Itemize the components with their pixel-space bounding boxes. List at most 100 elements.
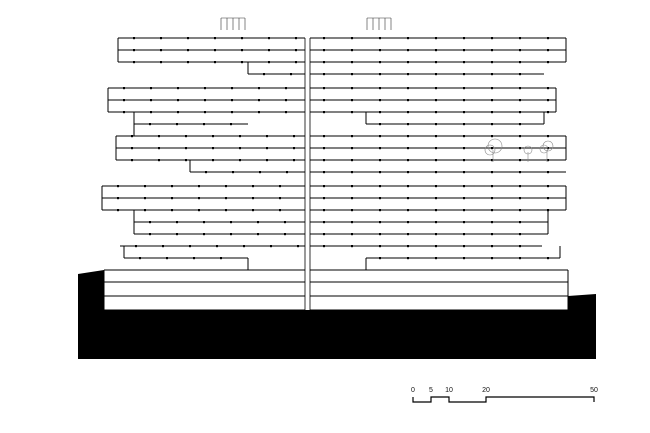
column-mark: [463, 159, 465, 162]
column-mark: [158, 135, 160, 138]
column-mark: [435, 171, 437, 174]
column-mark: [285, 87, 287, 90]
column-mark: [379, 171, 381, 174]
column-mark: [230, 233, 232, 236]
column-mark: [491, 221, 493, 224]
column-mark: [379, 73, 381, 76]
column-mark: [379, 135, 381, 138]
column-mark: [225, 209, 227, 212]
column-mark: [266, 159, 268, 162]
column-mark: [547, 99, 549, 102]
column-mark: [323, 147, 325, 150]
column-mark: [279, 209, 281, 212]
column-mark: [351, 209, 353, 212]
column-mark: [435, 257, 437, 260]
column-mark: [407, 87, 409, 90]
column-mark: [491, 171, 493, 174]
ground-mass: [78, 270, 596, 359]
column-mark: [435, 73, 437, 76]
column-mark: [252, 197, 254, 200]
column-mark: [198, 185, 200, 188]
column-mark: [177, 87, 179, 90]
column-mark: [212, 159, 214, 162]
column-mark: [379, 37, 381, 40]
column-mark: [139, 257, 141, 260]
column-mark: [379, 257, 381, 260]
column-mark: [519, 87, 521, 90]
column-mark: [547, 159, 549, 162]
column-mark: [323, 49, 325, 52]
column-mark: [491, 245, 493, 248]
column-mark: [279, 197, 281, 200]
column-mark: [216, 245, 218, 248]
column-mark: [323, 99, 325, 102]
column-mark: [519, 73, 521, 76]
column-mark: [351, 245, 353, 248]
column-mark: [491, 123, 493, 126]
column-mark: [407, 111, 409, 114]
column-mark: [171, 185, 173, 188]
column-mark: [491, 61, 493, 64]
column-mark: [144, 197, 146, 200]
column-mark: [519, 61, 521, 64]
column-mark: [379, 221, 381, 224]
column-mark: [231, 99, 233, 102]
column-mark: [491, 185, 493, 188]
column-mark: [435, 61, 437, 64]
column-mark: [150, 99, 152, 102]
column-mark: [491, 197, 493, 200]
column-mark: [379, 87, 381, 90]
column-mark: [323, 171, 325, 174]
floor-slabs: [101, 37, 569, 311]
column-mark: [351, 61, 353, 64]
column-mark: [407, 209, 409, 212]
column-mark: [407, 159, 409, 162]
column-mark: [463, 135, 465, 138]
column-mark: [133, 61, 135, 64]
column-mark: [547, 87, 549, 90]
column-mark: [463, 245, 465, 248]
column-mark: [407, 99, 409, 102]
column-mark: [547, 61, 549, 64]
column-mark: [435, 135, 437, 138]
column-mark: [351, 221, 353, 224]
column-mark: [519, 171, 521, 174]
column-mark: [290, 73, 292, 76]
column-mark: [435, 197, 437, 200]
scale-label-50: 50: [590, 387, 598, 394]
column-mark: [435, 123, 437, 126]
column-mark: [149, 221, 151, 224]
column-mark: [117, 185, 119, 188]
scale-label-10: 10: [445, 387, 453, 394]
column-mark: [150, 87, 152, 90]
column-mark: [177, 111, 179, 114]
rooftop-pergola-right: [366, 17, 392, 30]
column-mark: [187, 61, 189, 64]
column-mark: [491, 49, 493, 52]
column-mark: [198, 197, 200, 200]
column-mark: [463, 233, 465, 236]
column-mark: [491, 111, 493, 114]
column-mark: [135, 245, 137, 248]
column-mark: [491, 37, 493, 40]
scale-label-0: 0: [411, 387, 415, 394]
column-mark: [268, 37, 270, 40]
column-mark: [123, 87, 125, 90]
column-mark: [189, 245, 191, 248]
column-mark: [407, 73, 409, 76]
column-mark: [407, 221, 409, 224]
column-mark: [519, 257, 521, 260]
column-mark: [491, 99, 493, 102]
column-mark: [131, 159, 133, 162]
column-mark: [204, 99, 206, 102]
column-mark: [547, 257, 549, 260]
column-mark: [323, 209, 325, 212]
column-mark: [198, 209, 200, 212]
column-mark: [407, 257, 409, 260]
column-mark: [463, 49, 465, 52]
column-mark: [547, 135, 549, 138]
column-mark: [407, 123, 409, 126]
column-mark: [407, 233, 409, 236]
column-mark: [220, 257, 222, 260]
column-mark: [293, 147, 295, 150]
